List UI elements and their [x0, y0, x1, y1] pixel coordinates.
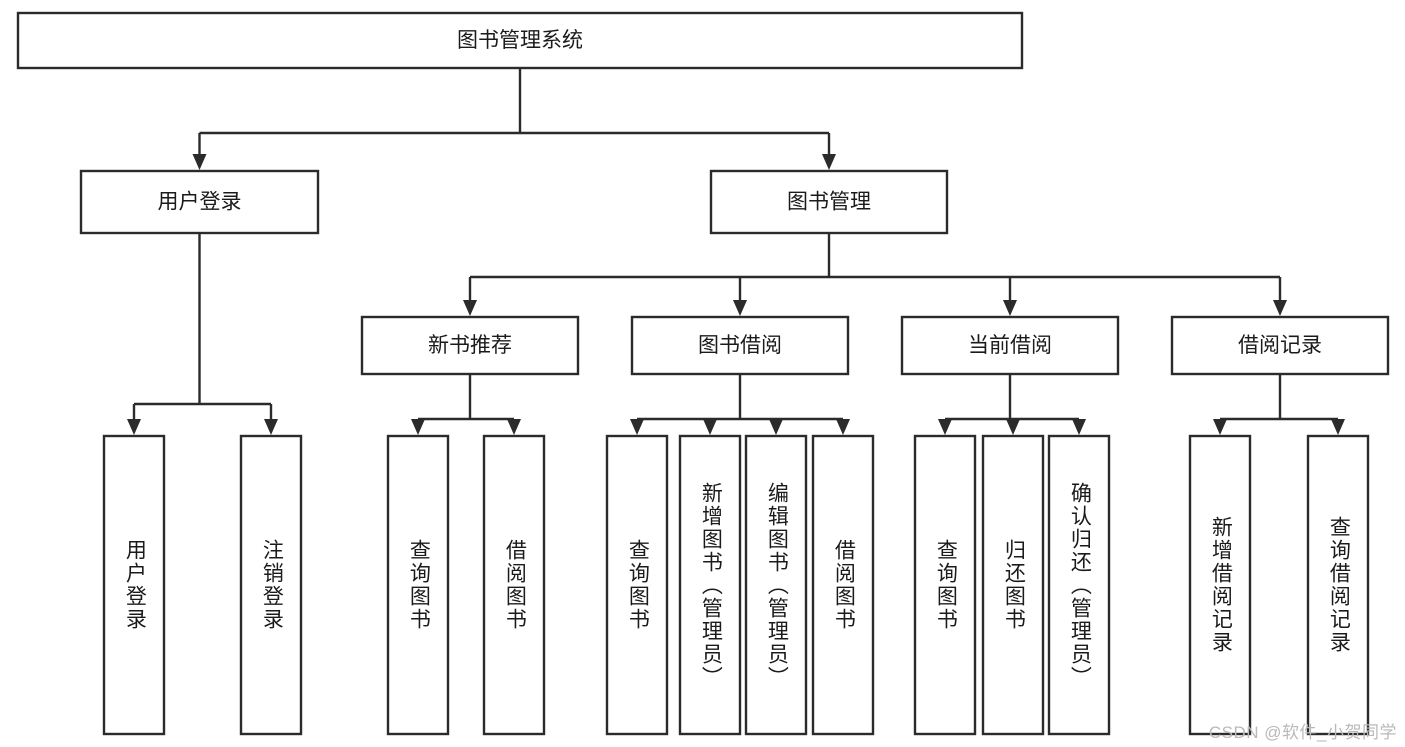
arrow-book-borrow-to-leaf-edit-book	[769, 419, 783, 435]
arrow-current-borrow-to-leaf-query-book-3	[938, 419, 952, 435]
node-leaf-return-book[interactable]	[981, 434, 1045, 736]
arrow-book-manage-to-current-borrow	[1003, 300, 1017, 316]
node-new-book-recommend-label: 新书推荐	[428, 334, 512, 357]
node-leaf-query-record[interactable]	[1306, 434, 1370, 736]
node-leaf-query-book-1[interactable]	[386, 434, 450, 736]
arrow-new-book-recommend-to-leaf-query-book-1	[411, 419, 425, 435]
arrow-user-login-to-leaf-user-login	[127, 419, 141, 435]
node-leaf-query-book-2[interactable]	[605, 434, 669, 736]
arrow-borrow-record-to-leaf-add-record	[1213, 419, 1227, 435]
node-user-login[interactable]	[79, 169, 320, 235]
node-book-borrow-label: 图书借阅	[698, 334, 782, 357]
arrow-book-manage-to-borrow-record	[1273, 300, 1287, 316]
node-book-manage-label: 图书管理	[787, 191, 871, 214]
node-leaf-logout[interactable]	[239, 434, 303, 736]
arrow-root-to-user-login	[192, 154, 207, 170]
arrow-current-borrow-to-leaf-confirm-return	[1072, 419, 1086, 435]
node-box-layer	[16, 11, 1390, 736]
node-leaf-add-record[interactable]	[1188, 434, 1252, 736]
node-leaf-add-book[interactable]	[678, 434, 742, 736]
arrow-new-book-recommend-to-leaf-borrow-book-1	[507, 419, 521, 435]
arrow-root-to-book-manage	[822, 154, 836, 170]
node-user-login-label: 用户登录	[158, 191, 242, 214]
arrow-book-borrow-to-leaf-borrow-book-2	[836, 419, 850, 435]
node-current-borrow-label: 当前借阅	[968, 334, 1052, 357]
node-current-borrow[interactable]	[900, 315, 1120, 376]
node-leaf-query-book-3[interactable]	[913, 434, 977, 736]
node-root-label: 图书管理系统	[457, 29, 583, 52]
node-book-manage[interactable]	[709, 169, 949, 235]
node-leaf-borrow-book-2[interactable]	[811, 434, 875, 736]
arrow-book-manage-to-book-borrow	[733, 300, 747, 316]
node-root[interactable]	[16, 11, 1024, 70]
watermark: CSDN @软件_小贺同学	[1208, 723, 1397, 742]
arrow-user-login-to-leaf-logout	[264, 419, 278, 435]
node-leaf-confirm-return[interactable]	[1047, 434, 1111, 736]
node-leaf-borrow-book-1[interactable]	[482, 434, 546, 736]
node-borrow-record[interactable]	[1170, 315, 1390, 376]
node-book-borrow[interactable]	[630, 315, 850, 376]
arrow-book-borrow-to-leaf-add-book	[703, 419, 717, 435]
arrow-book-borrow-to-leaf-query-book-2	[630, 419, 644, 435]
connector-layer	[127, 68, 1345, 435]
node-leaf-user-login[interactable]	[102, 434, 166, 736]
node-new-book-recommend[interactable]	[360, 315, 580, 376]
arrow-borrow-record-to-leaf-query-record	[1331, 419, 1345, 435]
arrow-book-manage-to-new-book-recommend	[463, 300, 477, 316]
arrow-current-borrow-to-leaf-return-book	[1006, 419, 1020, 435]
node-leaf-edit-book[interactable]	[744, 434, 808, 736]
node-borrow-record-label: 借阅记录	[1238, 334, 1322, 357]
